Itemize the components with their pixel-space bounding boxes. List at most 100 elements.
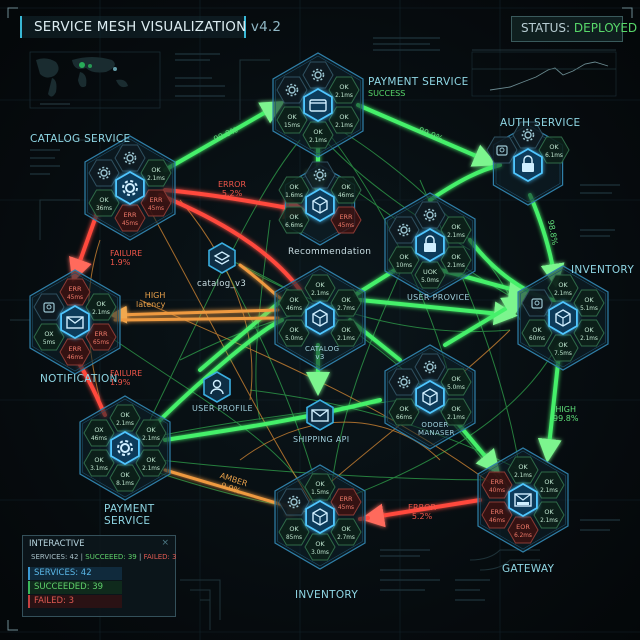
- metric-cell[interactable]: [486, 136, 518, 164]
- node-label-shipping-api: SHIPPING API: [293, 435, 350, 444]
- metric-latency: 7.5ms: [554, 351, 572, 357]
- metric-cell[interactable]: [414, 353, 446, 381]
- metric-cell[interactable]: OK2.1ms: [135, 449, 167, 477]
- metric-cell[interactable]: OK2.1ms: [533, 471, 565, 499]
- metric-status: OK: [287, 113, 297, 121]
- gear-icon: [110, 430, 140, 466]
- metric-cell[interactable]: [304, 161, 336, 189]
- metric-cell[interactable]: OK2.1ms: [507, 456, 539, 484]
- metric-status: OK: [94, 456, 104, 464]
- metric-cell[interactable]: [276, 76, 308, 104]
- metric-cell[interactable]: [388, 368, 420, 396]
- metric-cell[interactable]: OK3.1ms: [83, 449, 115, 477]
- metric-cell[interactable]: OK2.1ms: [328, 76, 360, 104]
- metric-cell[interactable]: OK3.0ms: [304, 533, 336, 561]
- metric-cell[interactable]: OK8.1ms: [109, 464, 141, 492]
- metric-cell[interactable]: [33, 293, 65, 321]
- metric-cell[interactable]: OK2.1ms: [547, 274, 579, 302]
- metric-cell[interactable]: OK1.5ms: [304, 473, 336, 501]
- metric-cell[interactable]: OK2.1ms: [135, 419, 167, 447]
- metric-cell[interactable]: OK2.1ms: [533, 501, 565, 529]
- close-icon[interactable]: ×: [161, 538, 169, 548]
- metric-cell[interactable]: OK2.1ms: [440, 246, 472, 274]
- filter-services[interactable]: SERVICES: 42: [28, 567, 122, 580]
- metric-status: OK: [120, 411, 130, 419]
- metric-cell[interactable]: OK6.1ms: [538, 136, 570, 164]
- metric-cell[interactable]: [114, 144, 146, 172]
- metric-cell[interactable]: [512, 121, 544, 149]
- node-catalog_v3_small[interactable]: [208, 242, 236, 274]
- metric-cell[interactable]: OK2.1ms: [330, 319, 362, 347]
- metric-cell[interactable]: OK2.1ms: [440, 216, 472, 244]
- gear-icon: [423, 360, 437, 374]
- metric-cell[interactable]: [388, 216, 420, 244]
- metric-cell[interactable]: OK2.1ms: [440, 398, 472, 426]
- metric-cell[interactable]: OK2.1ms: [140, 159, 172, 187]
- metric-cell[interactable]: OK5.0ms: [440, 368, 472, 396]
- metric-cell[interactable]: OK2.1ms: [302, 121, 334, 149]
- metric-latency: 5.0ms: [285, 336, 303, 342]
- lock-icon: [415, 227, 445, 263]
- package-icon: [305, 187, 335, 223]
- metric-cell[interactable]: OK5.1ms: [573, 289, 605, 317]
- metric-cell[interactable]: OK2.7ms: [330, 518, 362, 546]
- metric-cell[interactable]: OK5.0ms: [278, 319, 310, 347]
- metric-cell[interactable]: OK2.1ms: [85, 293, 117, 321]
- metric-cell[interactable]: OK2.1ms: [328, 106, 360, 134]
- metric-latency: 1.6ms: [285, 193, 303, 199]
- metric-cell[interactable]: OK2.1ms: [304, 274, 336, 302]
- metric-cell[interactable]: [521, 289, 553, 317]
- metric-cell[interactable]: [278, 488, 310, 516]
- metric-latency: 2.1ms: [580, 336, 598, 342]
- metric-cell[interactable]: [88, 159, 120, 187]
- metric-cell[interactable]: OK6.6ms: [278, 206, 310, 234]
- node-shipping-api[interactable]: [306, 399, 334, 431]
- metric-cell[interactable]: OK7.5ms: [547, 334, 579, 362]
- node-gateway[interactable]: OK2.1msERR40msOK2.1msERR46msOK2.1msEOR6.…: [477, 447, 569, 553]
- metric-cell[interactable]: OK1.6ms: [278, 176, 310, 204]
- node-payment-bottom[interactable]: OK2.1msOX46msOK2.1msOK3.1msOK2.1msOK8.1m…: [79, 395, 171, 501]
- filter-succeeded[interactable]: SUCCEEDED: 39: [28, 581, 122, 594]
- metric-cell[interactable]: [414, 201, 446, 229]
- metric-cell[interactable]: [302, 61, 334, 89]
- metric-cell[interactable]: OK2.1ms: [573, 319, 605, 347]
- metric-cell[interactable]: OK2.1ms: [109, 404, 141, 432]
- metric-status: OK: [315, 480, 325, 488]
- filter-failed[interactable]: FAILED: 3: [28, 595, 122, 608]
- node-user-profile[interactable]: [203, 371, 231, 403]
- metric-cell[interactable]: OK2.7ms: [330, 289, 362, 317]
- node-auth-service[interactable]: OK6.1ms: [486, 121, 570, 206]
